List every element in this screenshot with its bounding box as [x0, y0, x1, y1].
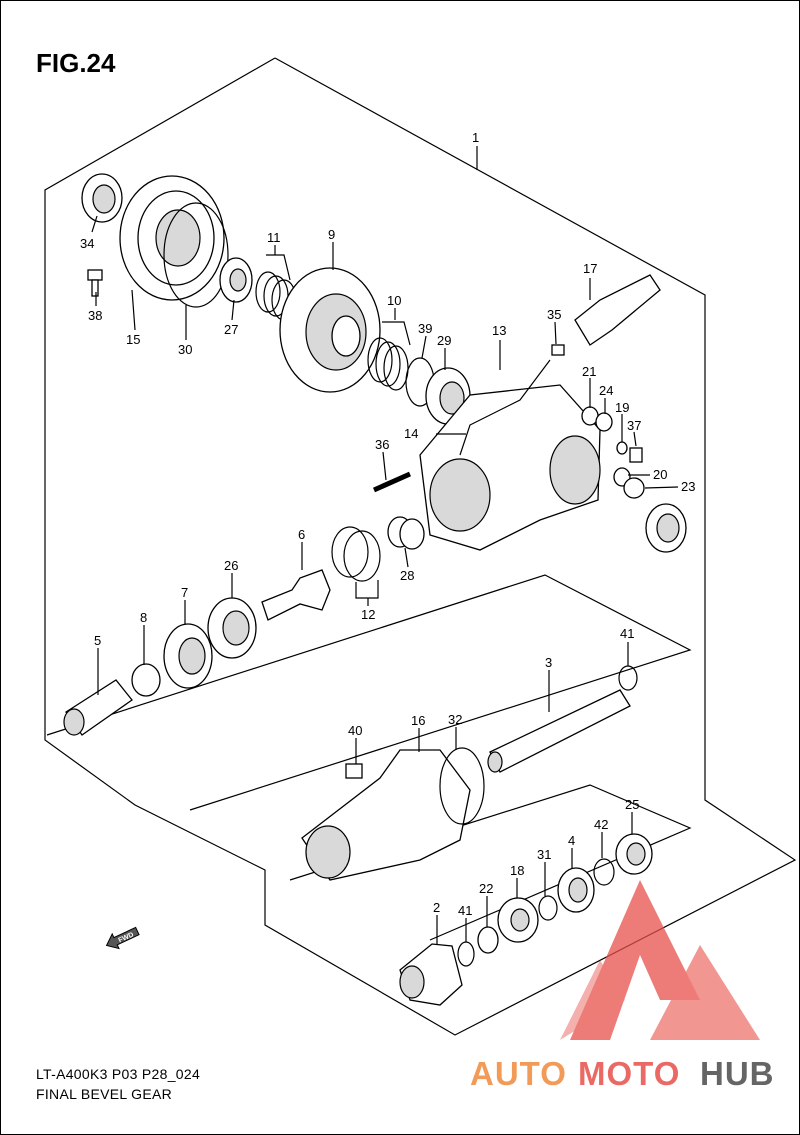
section-name: FINAL BEVEL GEAR — [36, 1086, 173, 1102]
callout-21: 21 — [582, 364, 596, 379]
callout-39: 39 — [418, 321, 432, 336]
callout-38: 38 — [88, 308, 102, 323]
callout-37: 37 — [627, 418, 641, 433]
callout-15: 15 — [126, 332, 140, 347]
nut-40 — [345, 763, 363, 779]
callout-5: 5 — [94, 633, 101, 648]
figure-title: FIG.24 — [36, 48, 116, 78]
callout-3: 3 — [545, 655, 552, 670]
callout-30: 30 — [178, 342, 192, 357]
bolt-38 — [87, 269, 103, 297]
washer-22 — [477, 926, 499, 954]
callout-9: 9 — [328, 227, 335, 242]
bearing-27 — [219, 257, 253, 303]
callout-17: 17 — [583, 261, 597, 276]
callout-25: 25 — [625, 797, 639, 812]
callout-23: 23 — [681, 479, 695, 494]
shims-12 — [331, 526, 381, 582]
watermark-auto: AUTO — [470, 1055, 567, 1092]
clamp-35 — [551, 344, 565, 356]
bearing-26 — [207, 597, 257, 659]
callout-20: 20 — [653, 467, 667, 482]
callout-7: 7 — [181, 585, 188, 600]
bolt-37 — [629, 447, 643, 463]
callout-24: 24 — [599, 383, 613, 398]
callout-13: 13 — [492, 323, 506, 338]
callout-35: 35 — [547, 307, 561, 322]
fwd-label: FWD — [117, 931, 134, 944]
callout-40: 40 — [348, 723, 362, 738]
shims-10 — [367, 337, 409, 391]
propeller-shaft-3 — [487, 689, 631, 773]
assembly-outline — [44, 57, 797, 1036]
needle-bearing-28 — [387, 516, 425, 550]
model-code: LT-A400K3 P03 P28_024 — [36, 1066, 201, 1082]
callout-19: 19 — [615, 400, 629, 415]
circlip-42 — [593, 858, 615, 886]
callout-32: 32 — [448, 712, 462, 727]
callout-29: 29 — [437, 333, 451, 348]
watermark-hub: HUB — [700, 1055, 775, 1092]
oil-seal-34 — [81, 173, 123, 223]
seal-holder-18 — [497, 897, 539, 943]
callout-14: 14 — [404, 426, 418, 441]
plug-24 — [595, 412, 613, 432]
bearing-7 — [163, 623, 213, 689]
leader-lines — [91, 146, 679, 944]
o-ring-32 — [439, 747, 485, 825]
callout-6: 6 — [298, 527, 305, 542]
plug-23 — [623, 477, 645, 499]
automotohub-logo-icon — [560, 880, 760, 1040]
oil-seal-33 — [645, 503, 687, 553]
o-ring-30 — [163, 202, 229, 308]
callout-1: 1 — [472, 130, 479, 145]
housing-cover-15 — [119, 175, 225, 301]
callout-22: 22 — [479, 881, 493, 896]
callout-31: 31 — [537, 847, 551, 862]
callout-36: 36 — [375, 437, 389, 452]
fwd-arrow-icon: FWD — [105, 926, 140, 950]
callout-18: 18 — [510, 863, 524, 878]
watermark-moto: MOTO — [578, 1055, 680, 1092]
spacer-8 — [131, 663, 161, 697]
callout-8: 8 — [140, 610, 147, 625]
callout-labels: 1 34 11 9 38 15 30 27 10 39 29 13 17 35 … — [80, 130, 695, 918]
breather-pipe-14 — [459, 359, 551, 456]
callout-27: 27 — [224, 322, 238, 337]
callout-10: 10 — [387, 293, 401, 308]
pinion-gear-6 — [261, 569, 331, 621]
callout-41-lower: 41 — [458, 903, 472, 918]
circlip-41-lower — [457, 941, 475, 967]
ring-gear-9 — [279, 267, 381, 393]
oil-seal-25 — [615, 833, 653, 875]
rubber-boot-2 — [399, 943, 463, 1006]
callout-16: 16 — [411, 713, 425, 728]
callout-26: 26 — [224, 558, 238, 573]
callout-11: 11 — [267, 230, 281, 245]
callout-2: 2 — [433, 900, 440, 915]
callout-34: 34 — [80, 236, 94, 251]
gear-case-13 — [419, 384, 601, 551]
sleeve-5 — [63, 679, 133, 736]
stud-36 — [372, 471, 412, 493]
callout-41-upper: 41 — [620, 626, 634, 641]
callout-4: 4 — [568, 833, 575, 848]
callout-28: 28 — [400, 568, 414, 583]
bearing-4 — [557, 867, 595, 913]
callout-12: 12 — [361, 607, 375, 622]
breather-boot-17 — [574, 274, 661, 346]
boot-housing-16 — [301, 749, 471, 881]
subassembly-box-shaft — [46, 574, 692, 811]
o-ring-31 — [538, 895, 558, 921]
callout-42: 42 — [594, 817, 608, 832]
washer-19 — [616, 441, 628, 455]
